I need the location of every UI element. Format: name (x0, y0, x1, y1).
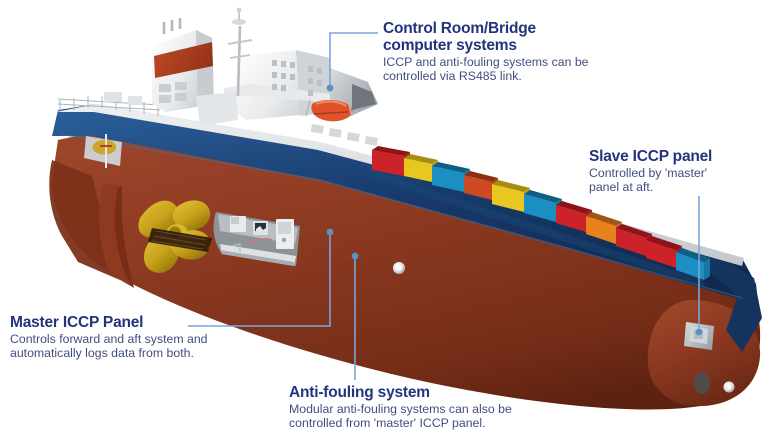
callout-anti-fouling: Anti-fouling system Modular anti-fouling… (289, 384, 559, 430)
waterline-highlight (59, 133, 743, 299)
callout-control-room-body: ICCP and anti-fouling systems can be con… (383, 55, 589, 84)
hull-side-openings (310, 124, 378, 146)
leader-dots (326, 84, 703, 336)
callout-slave-iccp-title: Slave ICCP panel (589, 148, 713, 165)
hull-anodes (393, 262, 735, 393)
funnel (152, 18, 214, 112)
callout-anti-fouling-title: Anti-fouling system (289, 384, 430, 401)
callout-master-iccp: Master ICCP Panel Controls forward and a… (10, 314, 250, 360)
hull-group (49, 96, 762, 410)
callout-slave-iccp-body: Controlled by 'master' panel at aft. (589, 166, 708, 195)
rudder-shadow (114, 186, 134, 288)
bow-thruster-port (694, 372, 710, 394)
leader-lines[interactable] (188, 32, 700, 380)
leader-master (188, 232, 331, 327)
leader-control-room (329, 32, 378, 88)
callout-slave-iccp: Slave ICCP panel Controlled by 'master' … (589, 148, 764, 194)
stern-winch (84, 134, 122, 168)
leader-dot-slave (695, 328, 703, 336)
callout-anti-fouling-body: Modular anti-fouling systems can also be… (289, 402, 512, 431)
leader-dot-master (326, 228, 334, 236)
bridge-wing (224, 84, 348, 104)
lifeboat (311, 100, 353, 122)
bow-flare (700, 246, 762, 352)
engine-casing (196, 92, 238, 126)
leader-dot-anti-fouling (351, 252, 359, 260)
engine-room-cutaway (213, 212, 300, 266)
callout-control-room: Control Room/Bridge computer systems ICC… (383, 20, 645, 83)
hull-stern-counter (49, 160, 121, 280)
container-stack-11 (676, 248, 710, 280)
callout-master-iccp-title: Master ICCP Panel (10, 314, 144, 331)
sea-chest-grating (148, 228, 212, 252)
deckhouse-windows (272, 60, 322, 96)
leader-dot-control-room (326, 84, 334, 92)
radar-mast (227, 7, 253, 97)
deck-containers (366, 146, 710, 288)
funnel-band (154, 42, 213, 78)
container-row-front (366, 168, 704, 288)
superstructure-group (84, 7, 378, 168)
hull-topside (52, 104, 760, 320)
deck-equipment (104, 92, 142, 105)
lifeboat-davit (305, 99, 353, 117)
hull-antifouling (52, 133, 761, 410)
callout-master-iccp-body: Controls forward and aft system and auto… (10, 332, 208, 361)
callout-control-room-title: Control Room/Bridge computer systems (383, 20, 536, 54)
